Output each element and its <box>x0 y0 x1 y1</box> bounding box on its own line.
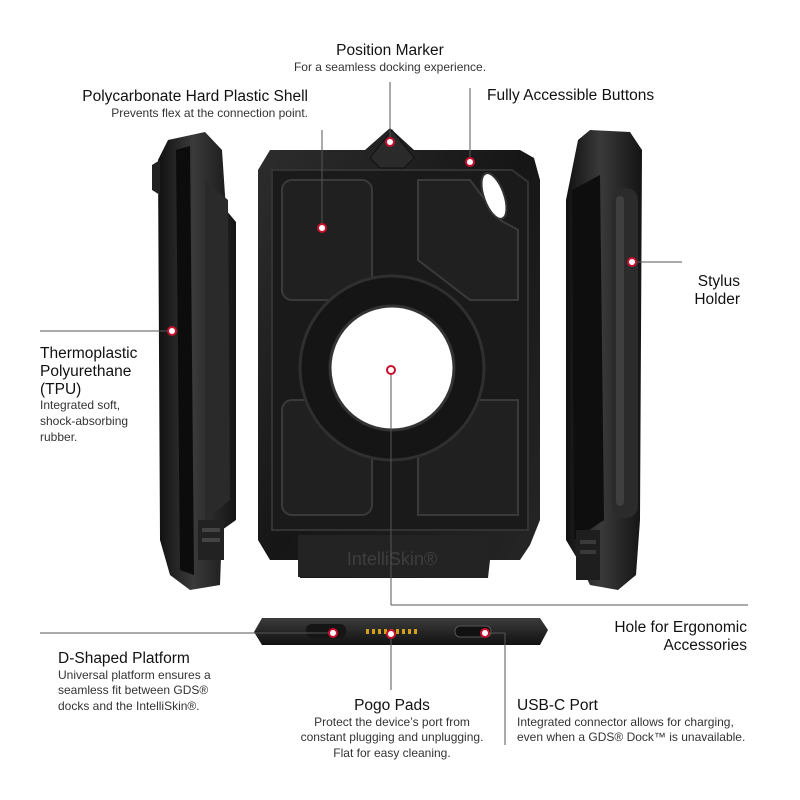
hole-title-2: Accessories <box>663 636 747 654</box>
label-tpu: Thermoplastic Polyurethane (TPU) Integra… <box>40 345 180 445</box>
right-side-view <box>566 130 642 590</box>
platform-title: D-Shaped Platform <box>58 650 190 667</box>
stylus-title-1: Stylus <box>697 273 740 290</box>
center-back-view: IntelliSkin® <box>258 128 540 578</box>
dot-tpu <box>167 326 177 336</box>
dot-pogo <box>386 629 396 639</box>
label-usbc: USB-C Port Integrated connector allows f… <box>517 697 767 746</box>
tpu-desc-2: shock-absorbing <box>40 414 129 429</box>
usbc-desc-2: even when a GDS® Dock™ is unavailable. <box>517 730 746 745</box>
callout-dots <box>167 137 637 639</box>
hole-title-1: Hole for Ergonomic <box>614 619 747 636</box>
tpu-title-2: Polyurethane <box>40 362 132 380</box>
platform-desc-3: docks and the IntelliSkin®. <box>58 699 200 713</box>
pogo-desc-2: constant plugging and unplugging. <box>300 730 484 745</box>
dot-buttons <box>465 157 475 167</box>
tpu-title-1: Thermoplastic <box>40 345 138 362</box>
pogo-title: Pogo Pads <box>354 697 430 714</box>
label-pogo: Pogo Pads Protect the device’s port from… <box>282 697 502 762</box>
usbc-desc-1: Integrated connector allows for charging… <box>517 714 734 729</box>
pogo-desc-3: Flat for easy cleaning. <box>333 746 451 760</box>
tpu-desc-1: Integrated soft, <box>40 398 121 413</box>
label-hole: Hole for Ergonomic Accessories <box>560 619 747 655</box>
label-platform: D-Shaped Platform Universal platform ens… <box>58 650 278 715</box>
shell-title: Polycarbonate Hard Plastic Shell <box>82 88 308 105</box>
label-shell: Polycarbonate Hard Plastic Shell Prevent… <box>30 88 308 121</box>
tpu-title-3: (TPU) <box>40 380 82 398</box>
platform-desc-2: seamless fit between GDS® <box>58 683 209 698</box>
tpu-desc-3: rubber. <box>40 429 78 444</box>
embossed-brand: IntelliSkin® <box>347 549 437 569</box>
buttons-title: Fully Accessible Buttons <box>487 87 655 104</box>
bottom-view <box>254 618 548 645</box>
dot-usbc <box>480 628 490 638</box>
platform-desc-1: Universal platform ensures a <box>58 667 211 682</box>
dot-position-marker <box>385 137 395 147</box>
position-marker-desc: For a seamless docking experience. <box>293 59 487 74</box>
position-marker-title: Position Marker <box>336 42 444 59</box>
callout-lines <box>40 82 748 745</box>
dot-stylus <box>627 257 637 267</box>
stylus-title-2: Holder <box>694 290 740 308</box>
label-buttons: Fully Accessible Buttons <box>487 87 747 105</box>
dot-shell <box>317 223 327 233</box>
shell-desc: Prevents flex at the connection point. <box>111 105 308 120</box>
dot-hole <box>386 365 396 375</box>
pogo-desc-1: Protect the device’s port from <box>314 714 470 729</box>
label-position-marker: Position Marker For a seamless docking e… <box>290 42 490 75</box>
dot-platform <box>328 628 338 638</box>
left-side-view <box>152 132 236 590</box>
label-stylus: Stylus Holder <box>640 273 740 309</box>
usbc-title: USB-C Port <box>517 697 598 714</box>
